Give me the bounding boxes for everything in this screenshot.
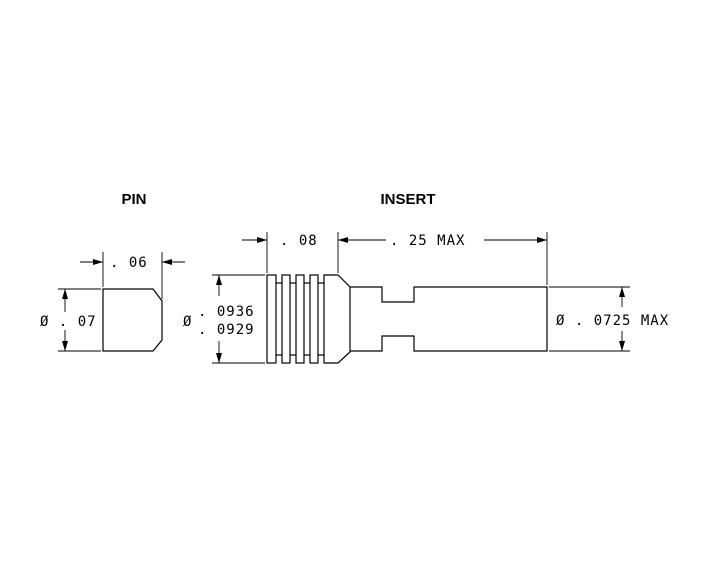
insert-part <box>266 274 548 364</box>
insert-ring-4 <box>309 274 319 364</box>
insert-tip-diameter-dimension: Ø . 0725 MAX <box>549 286 669 352</box>
pin-diameter-dimension: Ø . 07 <box>40 288 101 352</box>
pin-diameter-arrow-bottom <box>62 341 68 351</box>
pin-part <box>102 288 163 352</box>
insert-ring-2 <box>281 274 291 364</box>
insert-body-length-text: . 25 MAX <box>390 233 465 249</box>
insert-ring-3 <box>295 274 305 364</box>
insert-diameter-arrow-bottom <box>216 353 222 363</box>
insert-head-length-dimension: . 08 <box>242 232 339 273</box>
pin-diameter-text: Ø . 07 <box>40 314 97 330</box>
pin-length-arrow-left <box>93 259 103 265</box>
insert-diameter-arrow-top <box>216 275 222 285</box>
insert-tip-arrow-bottom <box>619 341 625 351</box>
insert-diameter-dimension: Ø . 0936 . 0929 <box>183 274 265 364</box>
pin-length-arrow-right <box>162 259 172 265</box>
insert-title: INSERT <box>380 191 435 208</box>
insert-body-arrow-right <box>537 237 547 243</box>
insert-shank <box>350 286 548 352</box>
pin-length-dimension: . 06 <box>80 252 185 299</box>
pin-title: PIN <box>121 191 146 208</box>
insert-collar <box>323 274 351 364</box>
insert-diameter-upper-text: . 0936 <box>198 304 255 320</box>
insert-body-arrow-left <box>338 237 348 243</box>
insert-diameter-symbol: Ø <box>183 314 192 330</box>
insert-body-length-dimension: . 25 MAX <box>338 232 548 285</box>
insert-diameter-lower-text: . 0929 <box>198 322 255 338</box>
insert-head-length-text: . 08 <box>280 233 318 249</box>
insert-ring-1 <box>266 274 277 364</box>
pin-outline <box>102 288 163 352</box>
pin-length-text: . 06 <box>110 255 148 271</box>
pin-diameter-arrow-top <box>62 289 68 299</box>
insert-tip-diameter-text: Ø . 0725 MAX <box>556 313 669 329</box>
insert-tip-arrow-top <box>619 287 625 297</box>
insert-head-arrow-left <box>257 237 267 243</box>
